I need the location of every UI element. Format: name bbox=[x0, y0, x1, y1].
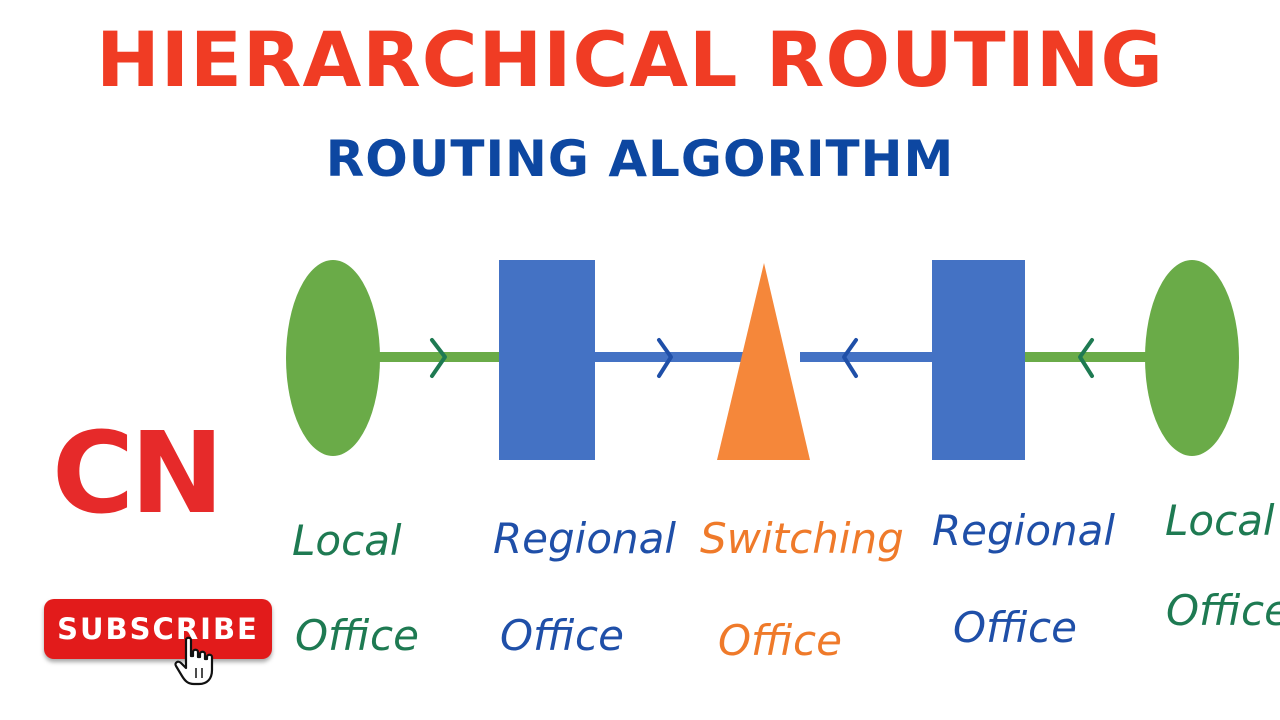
local-office-right-label-line2: Office bbox=[1166, 586, 1280, 635]
local-office-left-label-line1: Local bbox=[292, 516, 402, 565]
switching-office-node bbox=[717, 263, 810, 460]
regional-office-right-label-line1: Regional bbox=[932, 506, 1115, 555]
page-title: HIERARCHICAL ROUTING bbox=[96, 15, 1164, 104]
regional-office-right-node bbox=[932, 260, 1025, 460]
cn-badge: CN bbox=[52, 409, 224, 539]
arrow-left-icon bbox=[842, 338, 858, 378]
subscribe-label: SUBSCRIBE bbox=[57, 612, 259, 646]
arrow-right-icon bbox=[657, 338, 673, 378]
switching-office-label-line2: Office bbox=[718, 616, 842, 665]
page-subtitle: ROUTING ALGORITHM bbox=[325, 130, 955, 188]
local-office-left-label-line2: Office bbox=[295, 611, 419, 660]
local-office-right-label-line1: Local bbox=[1165, 496, 1275, 545]
arrow-right-icon bbox=[430, 338, 447, 378]
regional-office-left-label-line2: Office bbox=[500, 611, 624, 660]
local-office-right-node bbox=[1145, 260, 1239, 456]
regional-office-left-label-line1: Regional bbox=[493, 514, 676, 563]
local-office-left-node bbox=[286, 260, 380, 456]
hand-pointer-icon bbox=[174, 636, 214, 686]
switching-office-label-line1: Switching bbox=[700, 514, 904, 563]
regional-office-right-label-line2: Office bbox=[953, 603, 1077, 652]
regional-office-left-node bbox=[499, 260, 595, 460]
arrow-left-icon bbox=[1078, 338, 1094, 378]
subscribe-button[interactable]: SUBSCRIBE bbox=[44, 599, 272, 659]
